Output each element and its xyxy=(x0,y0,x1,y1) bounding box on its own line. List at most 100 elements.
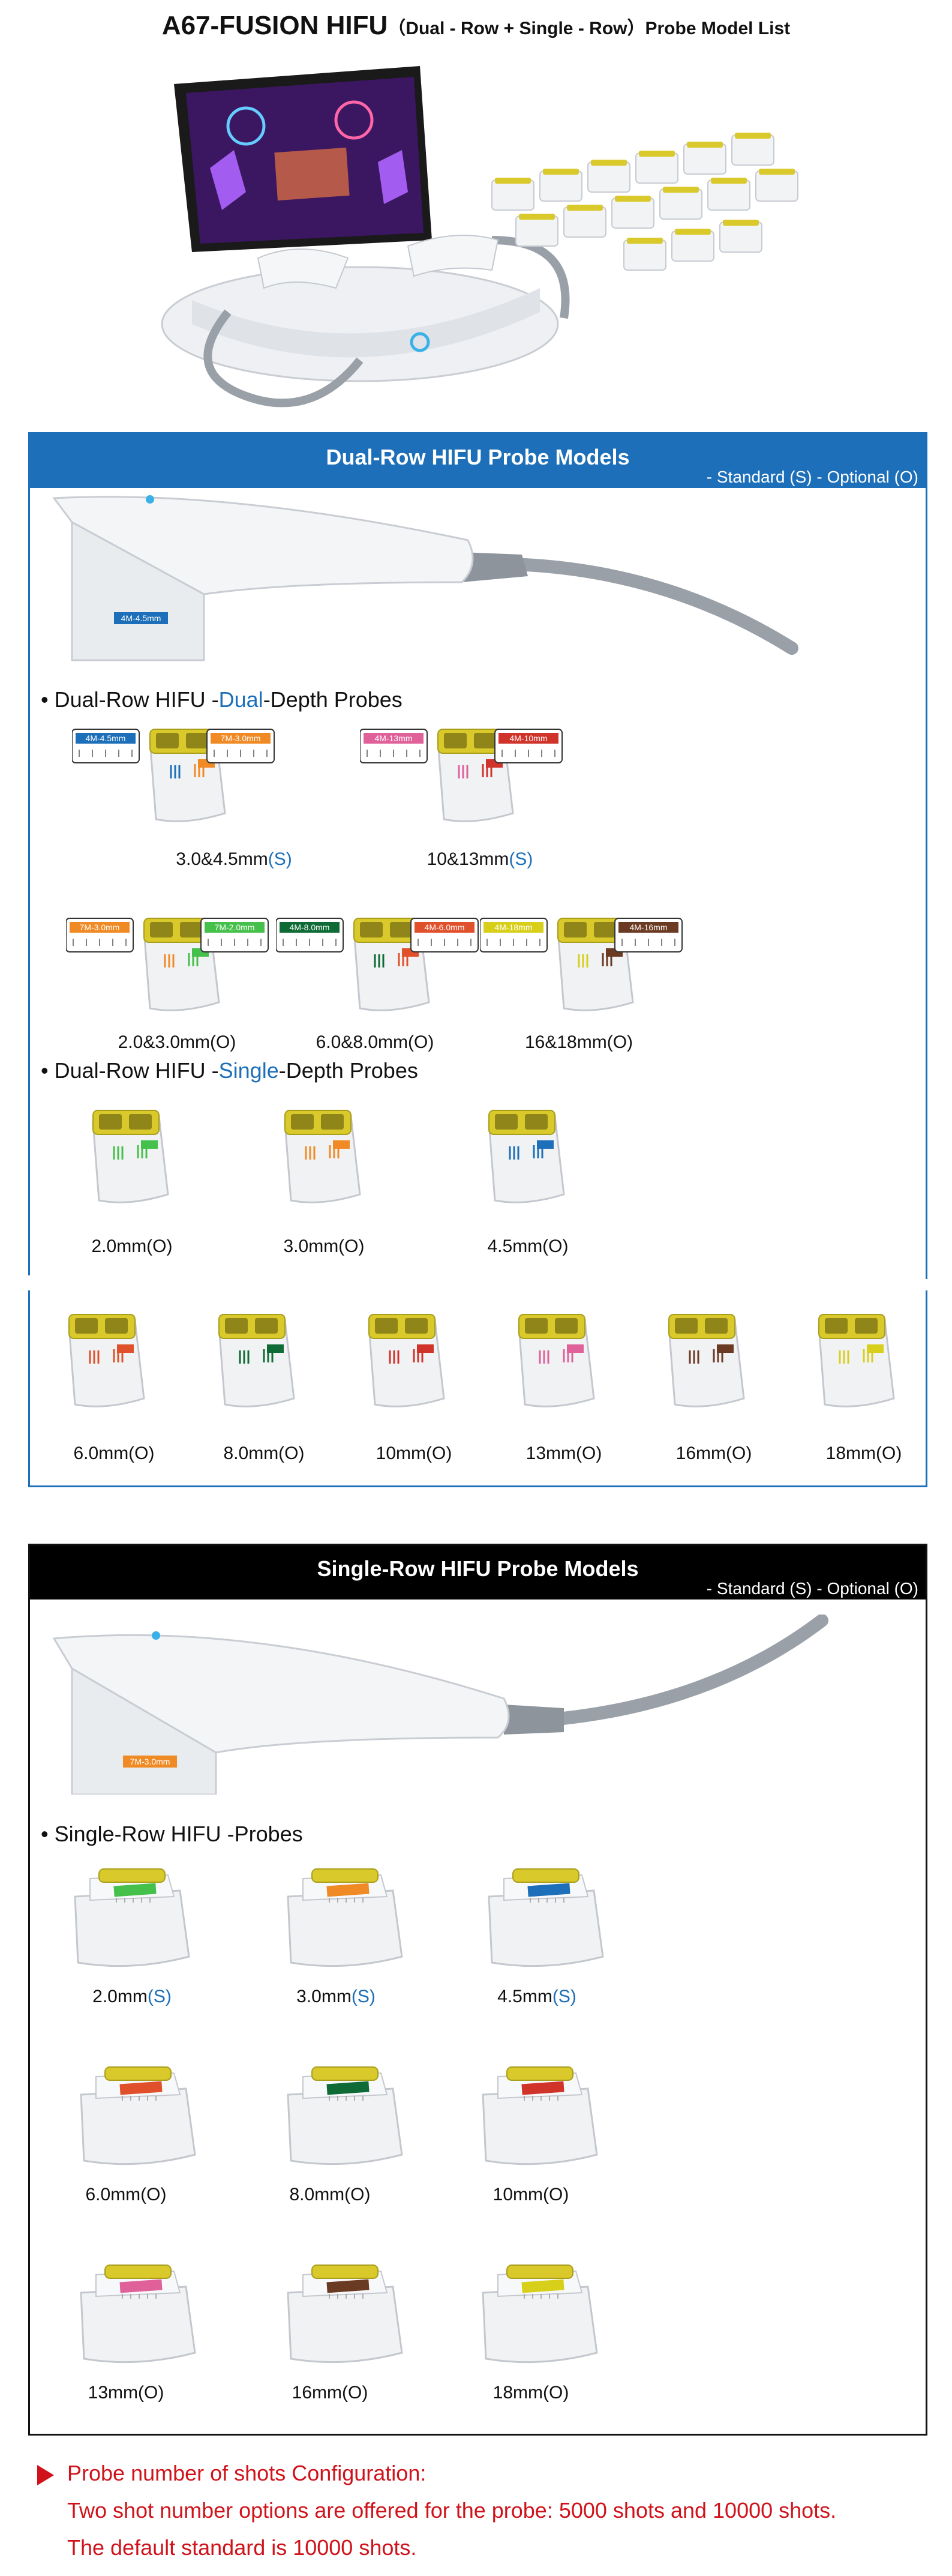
single-handpiece-image: 7M-3.0mm xyxy=(52,1615,828,1795)
dual-depth-heading-highlight: Dual xyxy=(218,687,263,712)
dual-depth-caption-4: 16&18mm(O) xyxy=(489,1032,669,1053)
single-row-caption-tag-8: (O) xyxy=(543,2383,569,2403)
footer-line-1: Probe number of shots Configuration: xyxy=(67,2461,427,2485)
dual-depth-tag-left-0: 4M-4.5mm xyxy=(72,729,140,763)
probe-body xyxy=(80,2265,196,2364)
single-depth-probe-7 xyxy=(668,1314,745,1407)
dual-depth-tag-right-2-text: 7M-2.0mm xyxy=(215,922,255,932)
single-depth-probe-0 xyxy=(92,1110,169,1203)
single-depth-caption-7: 16mm(O) xyxy=(675,1443,752,1463)
page-title-main: A67-FUSION HIFU xyxy=(161,11,388,40)
single-row-caption-name-4: 8.0mm xyxy=(289,2185,345,2204)
single-depth-probe-6 xyxy=(518,1314,595,1407)
probe-body xyxy=(518,1314,595,1407)
single-depth-caption-6: 13mm(O) xyxy=(525,1443,602,1463)
probe-body xyxy=(557,918,634,1011)
single-row-caption-name-8: 18mm xyxy=(492,2383,543,2403)
dual-handpiece-label: 4M-4.5mm xyxy=(121,613,161,623)
dual-depth-tag-left-2: 7M-3.0mm xyxy=(66,918,134,952)
dual-row-section-continued xyxy=(28,1290,927,1487)
probe-body xyxy=(482,2066,598,2165)
page-title: A67-FUSION HIFU（Dual - Row + Single - Ro… xyxy=(0,11,952,41)
footer-line-2: Two shot number options are offered for … xyxy=(67,2498,837,2523)
single-row-probe-7 xyxy=(287,2265,403,2364)
single-depth-caption-1: 3.0mm(O) xyxy=(283,1236,365,1256)
dual-row-band-title: Dual-Row HIFU Probe Models xyxy=(326,445,630,469)
single-row-caption-tag-2: (S) xyxy=(552,1987,576,2006)
dual-handpiece-image: 4M-4.5mm xyxy=(52,495,798,661)
single-row-probe-3 xyxy=(80,2066,196,2165)
dual-depth-caption-tag-3: (O) xyxy=(408,1032,434,1052)
dual-depth-heading-post: -Depth Probes xyxy=(263,687,403,712)
single-row-probe-5 xyxy=(482,2066,598,2165)
single-row-caption-3: 6.0mm(O) xyxy=(36,2185,216,2205)
dual-depth-tag-left-2-text: 7M-3.0mm xyxy=(80,922,120,932)
dual-depth-tag-left-4-text: 4M-18mm xyxy=(494,922,532,932)
section-gap xyxy=(26,1275,926,1290)
probe-body xyxy=(482,2265,598,2364)
dual-depth-caption-tag-1: (S) xyxy=(509,849,533,869)
footer-line-3: The default standard is 10000 shots. xyxy=(67,2535,417,2560)
dual-depth-tag-left-3: 4M-8.0mm xyxy=(276,918,344,952)
dual-row-band: Dual-Row HIFU Probe Models - Standard (S… xyxy=(30,434,926,488)
single-row-caption-name-6: 13mm xyxy=(88,2383,139,2403)
single-row-probe-8 xyxy=(482,2265,598,2364)
dual-depth-caption-name-0: 3.0&4.5mm xyxy=(176,849,268,869)
single-row-probe-1 xyxy=(287,1868,403,1967)
single-row-caption-7: 16mm(O) xyxy=(240,2383,420,2403)
probe-body xyxy=(353,918,430,1011)
single-handpiece-label: 7M-3.0mm xyxy=(130,1757,170,1766)
single-row-band-title: Single-Row HIFU Probe Models xyxy=(317,1556,639,1581)
single-row-caption-name-2: 4.5mm xyxy=(497,1987,552,2006)
dual-depth-tag-left-0-text: 4M-4.5mm xyxy=(86,733,126,743)
dual-depth-caption-name-3: 6.0&8.0mm xyxy=(316,1032,409,1052)
single-row-caption-1: 3.0mm(S) xyxy=(246,1987,426,2007)
single-depth-caption-8: 18mm(O) xyxy=(825,1443,902,1463)
single-depth-probe-8 xyxy=(818,1314,895,1407)
single-depth-probe-1 xyxy=(284,1110,361,1203)
dual-depth-tag-right-1: 4M-10mm xyxy=(494,729,563,763)
arrow-right-icon xyxy=(37,2465,54,2485)
single-row-caption-0: 2.0mm(S) xyxy=(42,1987,222,2007)
probe-body xyxy=(218,1314,295,1407)
single-row-probe-4 xyxy=(287,2066,403,2165)
hero-machine-image xyxy=(161,66,798,408)
dual-depth-caption-tag-0: (S) xyxy=(268,849,292,869)
single-row-caption-name-3: 6.0mm xyxy=(85,2185,141,2204)
probe-body xyxy=(68,1314,145,1407)
single-depth-probe-2 xyxy=(488,1110,565,1203)
single-row-caption-name-1: 3.0mm xyxy=(296,1987,352,2006)
single-row-caption-tag-1: (S) xyxy=(351,1987,376,2006)
probe-body xyxy=(80,2066,196,2165)
single-row-caption-tag-4: (O) xyxy=(344,2185,371,2204)
single-row-caption-tag-6: (O) xyxy=(138,2383,164,2403)
dual-depth-tag-right-3-text: 4M-6.0mm xyxy=(425,922,465,932)
probe-body xyxy=(437,729,514,822)
single-row-caption-5: 10mm(O) xyxy=(441,2185,621,2205)
dual-row-legend: - Standard (S) - Optional (O) xyxy=(706,468,918,486)
probe-body xyxy=(287,2066,403,2165)
single-row-caption-2: 4.5mm(S) xyxy=(447,1987,627,2007)
probe-body xyxy=(74,1868,190,1967)
single-row-caption-tag-5: (O) xyxy=(543,2185,569,2204)
page-title-sub: （Dual - Row + Single - Row）Probe Model L… xyxy=(388,19,791,38)
single-row-probe-2 xyxy=(488,1868,604,1967)
single-row-heading: • Single-Row HIFU -Probes xyxy=(41,1822,303,1846)
dual-depth-caption-tag-2: (O) xyxy=(210,1032,236,1052)
dual-depth-caption-name-2: 2.0&3.0mm xyxy=(118,1032,211,1052)
single-depth-probe-4 xyxy=(218,1314,295,1407)
dual-depth-heading: • Dual-Row HIFU -Dual-Depth Probes xyxy=(41,687,403,712)
single-depth-caption-5: 10mm(O) xyxy=(376,1443,452,1463)
dual-depth-heading-pre: • Dual-Row HIFU - xyxy=(41,687,219,712)
probe-body xyxy=(488,1110,565,1203)
single-row-caption-8: 18mm(O) xyxy=(441,2383,621,2403)
single-depth-caption-0: 2.0mm(O) xyxy=(91,1236,173,1256)
single-row-caption-name-0: 2.0mm xyxy=(92,1987,148,2006)
dual-depth-probe-2: 7M-3.0mm 7M-2.0mm xyxy=(66,918,269,1011)
probe-body xyxy=(818,1314,895,1407)
probe-body xyxy=(668,1314,745,1407)
dual-depth-caption-1: 10&13mm(S) xyxy=(390,849,570,870)
probe-body xyxy=(149,729,226,822)
dual-depth-tag-right-2: 7M-2.0mm xyxy=(200,918,269,952)
